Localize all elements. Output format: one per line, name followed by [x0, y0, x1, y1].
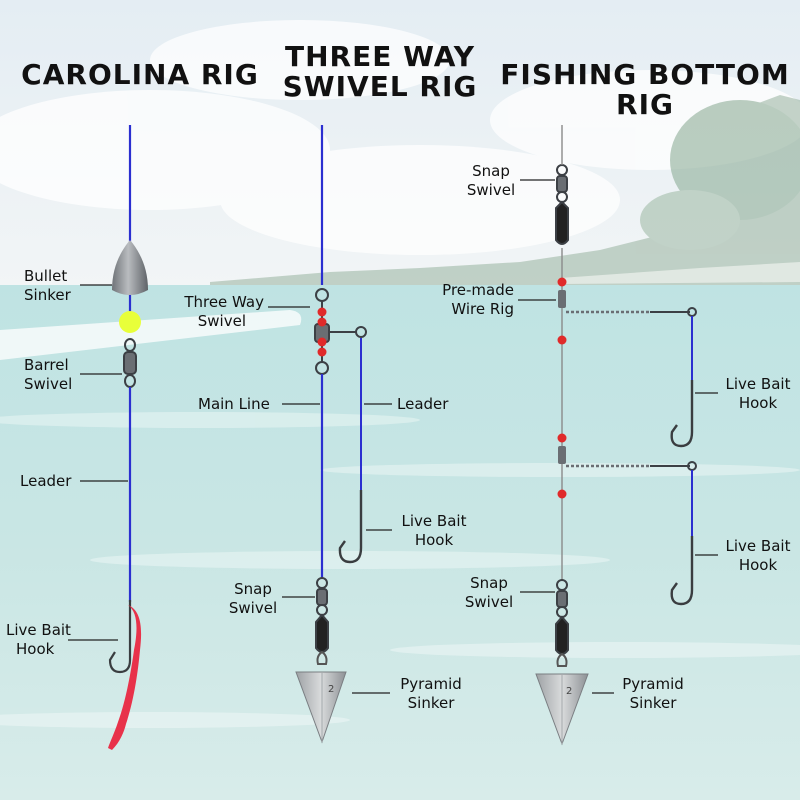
three-way-snap-swivel-icon	[315, 577, 329, 653]
three-way-title-line-2: SWIVEL RIG	[282, 70, 478, 103]
label-premade-wire-rig: Pre-made Wire Rig	[430, 281, 514, 319]
label-line: Swivel	[197, 312, 246, 330]
beach-strip	[560, 262, 800, 284]
carolina-rig-title: CAROLINA RIG	[21, 58, 259, 91]
bottom-bead	[557, 277, 567, 287]
label-bottom-pyramid-sinker: Pyramid Sinker	[616, 675, 690, 713]
clouds	[0, 20, 800, 255]
three-way-rig-title: THREE WAY SWIVEL RIG	[270, 42, 490, 102]
label-line: Live Bait	[725, 375, 791, 393]
yellow-bead	[119, 311, 141, 333]
red-beads	[317, 307, 327, 357]
label-line: Sinker	[629, 694, 677, 712]
label-bottom-snap-swivel-bottom: Snap Swivel	[456, 574, 522, 612]
three-way-sinker-number: 2	[328, 684, 334, 695]
label-three-way-swivel: Three Way Swivel	[182, 293, 264, 331]
bottom-rig: 2	[535, 125, 697, 746]
three-way-pyramid-sinker-icon: 2	[295, 650, 347, 744]
bottom-bead	[557, 433, 567, 443]
label-line: Sinker	[24, 286, 71, 304]
three-way-rig: 2	[295, 125, 367, 744]
live-bait-hook-icon	[108, 600, 132, 674]
barrel-swivel-icon	[123, 338, 137, 388]
label-line: Swivel	[228, 599, 278, 617]
island-trees	[210, 95, 800, 285]
label-main-line: Main Line	[198, 395, 270, 414]
label-line: Hook	[16, 640, 55, 658]
label-line: Live Bait	[725, 537, 791, 555]
label-line: Hook	[738, 394, 778, 412]
label-line: Main Line	[198, 395, 270, 413]
label-three-way-live-bait-hook: Live Bait Hook	[394, 512, 474, 550]
label-line: Leader	[397, 395, 449, 413]
label-carolina-live-bait-hook: Live Bait Hook	[6, 621, 71, 659]
label-line: Barrel	[24, 356, 69, 374]
carolina-rig	[108, 125, 148, 750]
bottom-title-line-2: RIG	[616, 88, 674, 121]
soft-lure-icon	[108, 605, 142, 750]
label-line: Hook	[414, 531, 454, 549]
label-line: Pyramid	[622, 675, 684, 693]
bottom-snap-swivel-top-icon	[555, 164, 569, 245]
label-barrel-swivel: Barrel Swivel	[24, 356, 72, 394]
label-line: Live Bait	[401, 512, 467, 530]
label-line: Swivel	[24, 375, 73, 393]
bottom-crimp	[558, 290, 566, 308]
label-line: Snap	[234, 580, 272, 598]
label-three-way-snap-swivel: Snap Swivel	[222, 580, 284, 618]
bottom-bead	[557, 489, 567, 499]
label-connectors	[68, 179, 718, 694]
label-line: Live Bait	[6, 621, 71, 639]
label-line: Bullet	[24, 267, 68, 285]
label-three-way-pyramid-sinker: Pyramid Sinker	[394, 675, 468, 713]
bottom-live-bait-hook-1-icon	[670, 380, 694, 448]
bottom-title-line-1: FISHING BOTTOM	[500, 58, 790, 91]
three-way-title-line-1: THREE WAY	[285, 40, 475, 73]
bottom-pyramid-sinker-icon: 2	[535, 652, 589, 746]
label-bottom-snap-swivel-top: Snap Swivel	[458, 162, 524, 200]
label-line: Snap	[470, 574, 508, 592]
label-line: Pre-made	[442, 281, 514, 299]
bottom-bead	[557, 335, 567, 345]
label-line: Sinker	[407, 694, 455, 712]
label-line: Three Way	[184, 293, 264, 311]
label-bottom-live-bait-hook-2: Live Bait Hook	[718, 537, 798, 575]
bottom-crimp	[558, 446, 566, 464]
three-way-swivel-icon	[314, 288, 367, 375]
label-carolina-leader: Leader	[20, 472, 71, 491]
three-way-live-bait-hook-icon	[338, 490, 363, 564]
label-bullet-sinker: Bullet Sinker	[24, 267, 71, 305]
label-line: Wire Rig	[451, 300, 514, 318]
label-line: Hook	[738, 556, 778, 574]
bottom-live-bait-hook-2-icon	[670, 536, 694, 606]
label-line: Swivel	[464, 593, 514, 611]
label-line: Leader	[20, 472, 72, 490]
label-three-way-leader: Leader	[397, 395, 448, 414]
label-line: Swivel	[466, 181, 516, 199]
bottom-rig-title: FISHING BOTTOM RIG	[495, 60, 795, 120]
label-bottom-live-bait-hook-1: Live Bait Hook	[718, 375, 798, 413]
label-line: Pyramid	[400, 675, 462, 693]
bullet-sinker-icon	[112, 240, 148, 295]
bottom-sinker-number: 2	[566, 686, 572, 697]
boat-hull	[0, 310, 302, 360]
bottom-snap-swivel-bottom-icon	[555, 579, 569, 655]
label-line: Snap	[472, 162, 510, 180]
